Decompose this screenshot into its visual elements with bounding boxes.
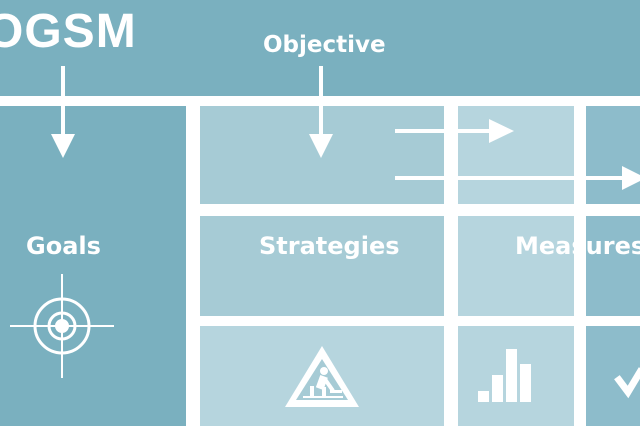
arrow-right-to-measures — [395, 119, 514, 143]
goals-label: Goals — [26, 232, 101, 260]
diagram-title: OGSM — [0, 5, 137, 58]
arrow-right-to-plans — [395, 166, 640, 190]
plan-cell-top — [586, 106, 640, 204]
plan-cell-middle — [586, 216, 640, 316]
arrow-down-to-goals — [51, 66, 75, 158]
strategy-cell-middle — [200, 216, 444, 316]
crosshair-target-icon — [10, 274, 114, 378]
strategies-label: Strategies — [259, 232, 400, 260]
arrow-down-to-strategies — [309, 66, 333, 158]
goals-column — [0, 106, 186, 426]
construction-warning-icon — [285, 346, 359, 407]
plan-cell-bottom — [586, 326, 640, 426]
measure-cell-top — [458, 106, 574, 204]
measures-label: Measures — [515, 232, 640, 260]
objective-label: Objective — [263, 32, 386, 58]
measure-cell-middle — [458, 216, 574, 316]
checkmark-icon — [614, 367, 640, 399]
bar-chart-icon — [478, 349, 531, 402]
